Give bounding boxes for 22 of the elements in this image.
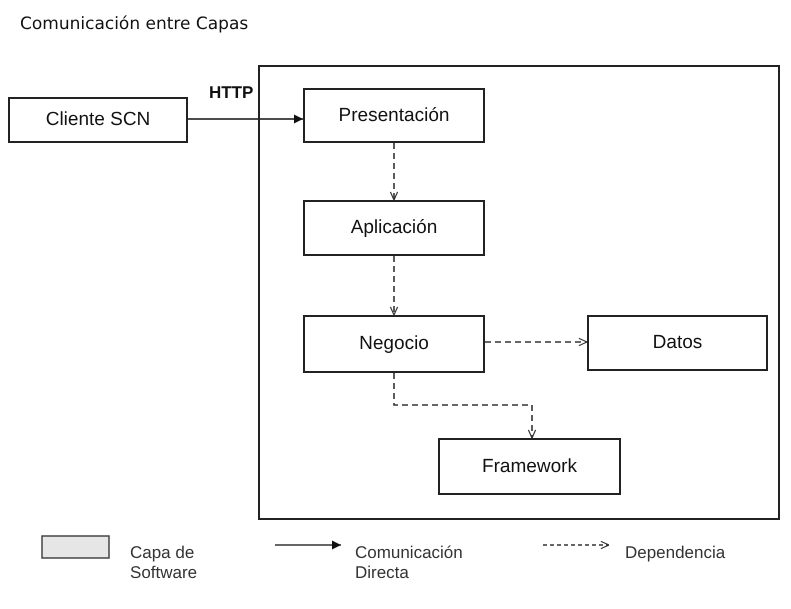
legend-label: Comunicación Directa [355,543,464,583]
legend-label: Dependencia [625,543,726,563]
arrow [485,338,588,346]
arrow [188,114,303,124]
container-box [258,65,780,520]
node-label: Presentación [338,104,450,126]
layer-box [587,315,768,371]
node-label: Aplicación [350,217,438,239]
arrow [393,373,536,439]
node-label: Framework [482,456,577,478]
layer-box [303,88,485,143]
layer-box [303,315,485,373]
node-label: Datos [652,332,702,354]
diagram-title: Comunicación entre Capas [20,14,248,34]
layer-box [438,438,621,495]
legend-label: Capa de Software [130,543,198,583]
arrow [390,256,398,316]
layer-box [303,200,485,256]
layer-box [8,97,188,143]
node-label: Cliente SCN [46,109,150,131]
node-label: Negocio [359,333,429,355]
arrow [390,143,398,201]
